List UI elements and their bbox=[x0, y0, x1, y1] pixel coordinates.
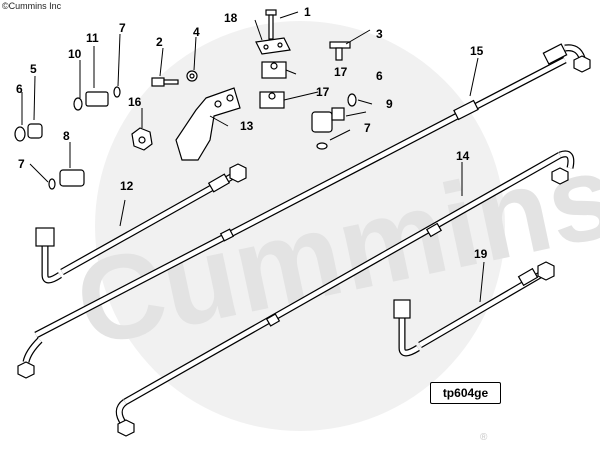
part-7-ring-upper bbox=[113, 86, 121, 98]
callout-8: 8 bbox=[63, 129, 70, 143]
callout-13: 13 bbox=[240, 119, 254, 133]
callout-2: 2 bbox=[156, 35, 163, 49]
part-6-ring-left bbox=[14, 126, 26, 142]
part-16-nut bbox=[131, 127, 153, 151]
part-13-bracket bbox=[175, 87, 241, 161]
registered-mark: ® bbox=[480, 432, 488, 443]
callout-9: 9 bbox=[386, 97, 393, 111]
part-18-plate bbox=[255, 37, 291, 55]
callout-17-upper: 17 bbox=[334, 65, 348, 79]
callout-7-right: 7 bbox=[364, 121, 371, 135]
callout-7-left: 7 bbox=[18, 157, 25, 171]
callout-6-right: 6 bbox=[376, 69, 383, 83]
leader-lines bbox=[21, 11, 485, 303]
part-7-ring-left bbox=[48, 178, 56, 190]
part-1-bolt bbox=[265, 9, 277, 40]
callout-5: 5 bbox=[30, 62, 37, 76]
copyright-text: ©Cummins Inc bbox=[2, 1, 62, 11]
callout-labels: 1 2 3 4 5 6 6 7 7 7 8 9 10 11 12 13 14 1… bbox=[16, 5, 488, 261]
callout-16: 16 bbox=[128, 95, 142, 109]
part-3-fitting bbox=[329, 41, 351, 61]
part-11-fitting bbox=[85, 91, 109, 107]
part-6-ring-right bbox=[347, 93, 357, 107]
hose-14 bbox=[115, 150, 575, 437]
figure-id-label: tp604ge bbox=[430, 382, 501, 404]
callout-4: 4 bbox=[193, 25, 200, 39]
callout-18: 18 bbox=[224, 11, 238, 25]
part-8-fitting bbox=[59, 169, 85, 187]
part-17-clamp-upper bbox=[261, 61, 287, 79]
part-9-elbow bbox=[311, 107, 345, 133]
callout-19: 19 bbox=[474, 247, 488, 261]
callout-6-left: 6 bbox=[16, 82, 23, 96]
small-parts bbox=[14, 9, 357, 190]
part-5-fitting bbox=[27, 123, 43, 139]
callout-14: 14 bbox=[456, 149, 470, 163]
callout-15: 15 bbox=[470, 44, 484, 58]
hose-12 bbox=[35, 163, 247, 284]
callout-12: 12 bbox=[120, 179, 134, 193]
part-4-washer bbox=[186, 70, 198, 82]
part-17-clamp-lower bbox=[259, 91, 285, 109]
part-10-ring bbox=[73, 97, 83, 111]
callout-7-top: 7 bbox=[119, 21, 126, 35]
part-2-screw bbox=[151, 77, 179, 87]
callout-10: 10 bbox=[68, 47, 82, 61]
callout-11: 11 bbox=[86, 31, 99, 45]
callout-3: 3 bbox=[376, 27, 383, 41]
hose-19 bbox=[393, 261, 555, 357]
callout-17-lower: 17 bbox=[316, 85, 330, 99]
part-7-ring-right bbox=[316, 142, 328, 150]
hose-15 bbox=[17, 43, 591, 379]
callout-1: 1 bbox=[304, 5, 311, 19]
